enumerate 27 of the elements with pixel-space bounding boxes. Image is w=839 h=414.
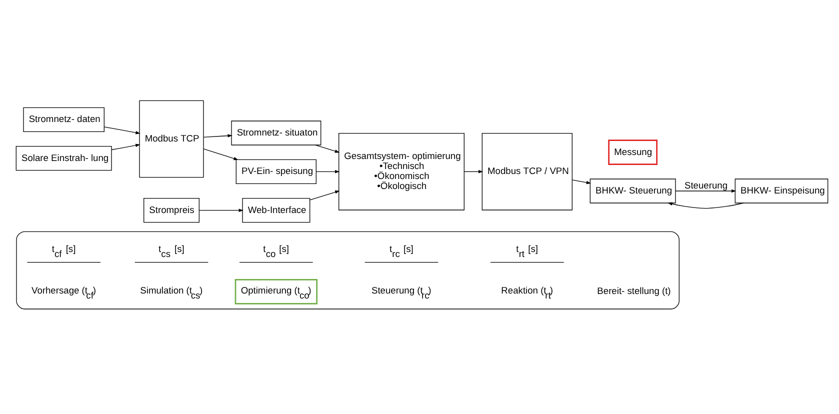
arrow bbox=[668, 202, 744, 208]
node-box: PV-Ein- speisung bbox=[236, 158, 316, 184]
node-box: BHKW- Steuerung bbox=[590, 178, 676, 203]
arrow bbox=[203, 148, 238, 160]
arrow bbox=[315, 144, 340, 152]
edge-label: Steuerung bbox=[684, 180, 728, 190]
node-box: Gesamtsystem- optimierung •Technisch •Ökonomisch •Ökologisch bbox=[338, 132, 464, 210]
node-box: Stromnetz- daten bbox=[23, 106, 104, 132]
node-box: Web-Interface bbox=[242, 198, 310, 222]
node-box: Modbus TCP / VPN bbox=[482, 132, 572, 210]
arrow bbox=[675, 188, 736, 192]
arrow bbox=[464, 170, 484, 173]
cluster bbox=[16, 230, 680, 309]
arrow bbox=[572, 179, 592, 184]
arrow bbox=[310, 190, 340, 200]
node-box: Stromnetz- situaton bbox=[231, 120, 322, 145]
node-box: Messung bbox=[608, 139, 658, 164]
arrow bbox=[111, 143, 140, 150]
node-box: BHKW- Einspeisung bbox=[734, 178, 828, 203]
node-box: Strompreis bbox=[144, 198, 200, 222]
label: Bereit- stellung (t) bbox=[597, 286, 671, 296]
node-box: Modbus TCP bbox=[139, 100, 204, 178]
arrow bbox=[198, 208, 244, 212]
arrow bbox=[316, 170, 340, 173]
arrow bbox=[203, 134, 232, 137]
node-box: Solare Einstrah- lung bbox=[16, 146, 112, 170]
arrow bbox=[104, 126, 140, 134]
